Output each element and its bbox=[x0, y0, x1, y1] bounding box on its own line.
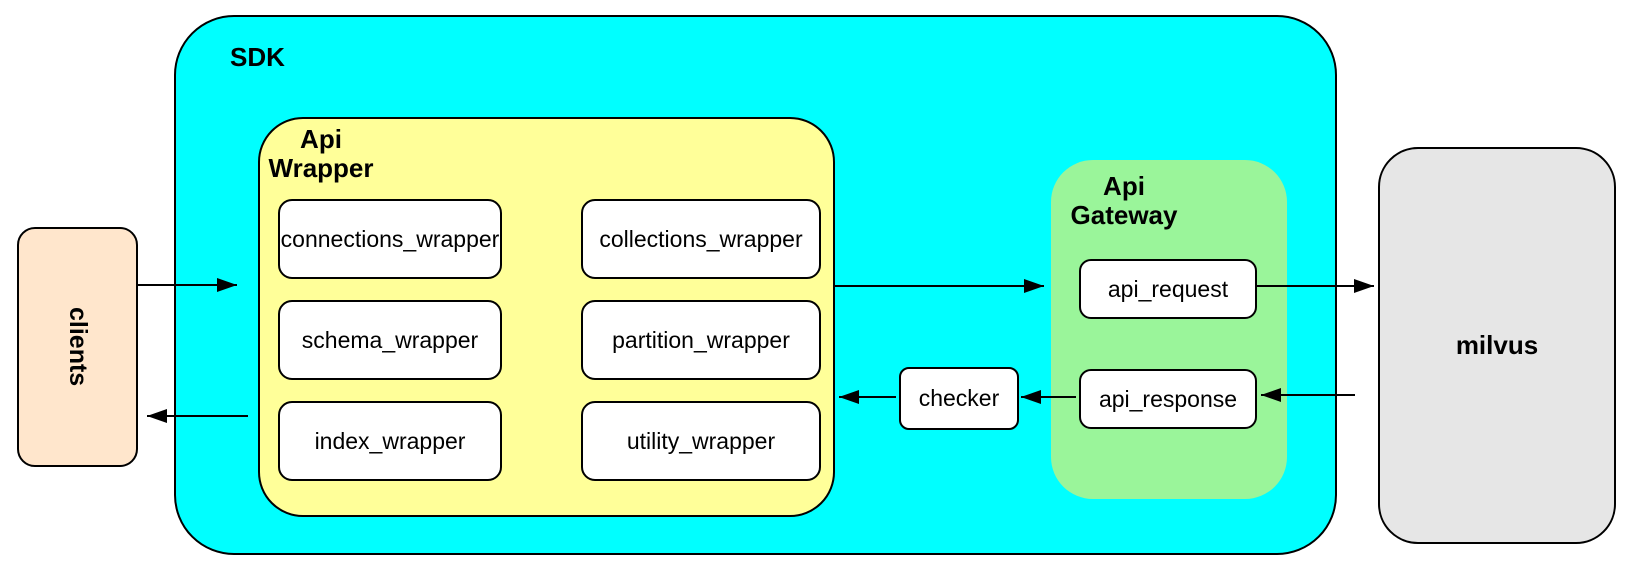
collections-wrapper-node: collections_wrapper bbox=[581, 199, 821, 279]
api-gateway-label: Api Gateway bbox=[1070, 171, 1178, 231]
milvus-label: milvus bbox=[1455, 330, 1539, 360]
clients-label: clients bbox=[64, 307, 92, 387]
milvus-node: milvus bbox=[1378, 147, 1616, 544]
checker-node: checker bbox=[899, 367, 1019, 430]
api-wrapper-label: Api Wrapper bbox=[268, 124, 374, 184]
api-request-node: api_request bbox=[1079, 259, 1257, 319]
connections-wrapper-node: connections_wrapper bbox=[278, 199, 502, 279]
index-wrapper-node: index_wrapper bbox=[278, 401, 502, 481]
schema-wrapper-node: schema_wrapper bbox=[278, 300, 502, 380]
clients-node: clients bbox=[17, 227, 138, 467]
sdk-container: SDK Api Wrapper connections_wrapper coll… bbox=[174, 15, 1337, 555]
partition-wrapper-node: partition_wrapper bbox=[581, 300, 821, 380]
sdk-label: SDK bbox=[230, 42, 285, 72]
api-gateway-container: Api Gateway api_request api_response bbox=[1051, 160, 1287, 499]
api-wrapper-container: Api Wrapper connections_wrapper collecti… bbox=[258, 117, 835, 517]
utility-wrapper-node: utility_wrapper bbox=[581, 401, 821, 481]
api-response-node: api_response bbox=[1079, 369, 1257, 429]
